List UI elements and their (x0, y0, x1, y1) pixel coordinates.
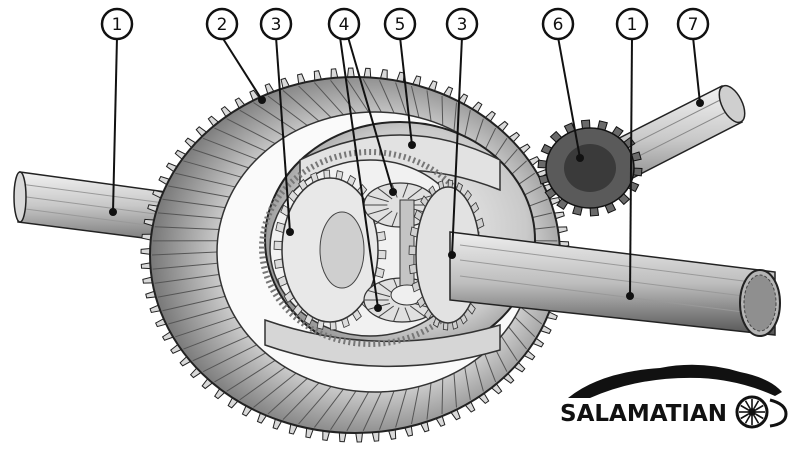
callout-label: 4 (339, 15, 350, 35)
callout-label: 7 (688, 15, 699, 35)
callout-1-right: 1 (615, 7, 649, 41)
leader-lines (112, 36, 701, 309)
logo-text: SALAMATIAN (560, 401, 727, 427)
callout-4: 4 (327, 7, 361, 41)
callout-5: 5 (383, 7, 417, 41)
callout-label: 6 (553, 15, 564, 35)
callout-label: 3 (457, 15, 468, 35)
salamatian-logo: SALAMATIAN (560, 364, 788, 429)
side-gear-left (273, 169, 387, 331)
callout-2: 2 (205, 7, 239, 41)
callout-7: 7 (676, 7, 710, 41)
callout-1-left: 1 (100, 7, 134, 41)
callout-3-right: 3 (445, 7, 479, 41)
callout-6: 6 (541, 7, 575, 41)
callout-label: 1 (112, 15, 123, 35)
callout-label: 1 (627, 15, 638, 35)
callout-label: 5 (395, 15, 406, 35)
callout-label: 3 (271, 15, 282, 35)
leader-dots (109, 96, 704, 312)
car-wheel-icon (735, 395, 769, 429)
callout-label: 2 (217, 15, 228, 35)
callout-3-left: 3 (259, 7, 293, 41)
right-axle-shaft (449, 231, 781, 337)
